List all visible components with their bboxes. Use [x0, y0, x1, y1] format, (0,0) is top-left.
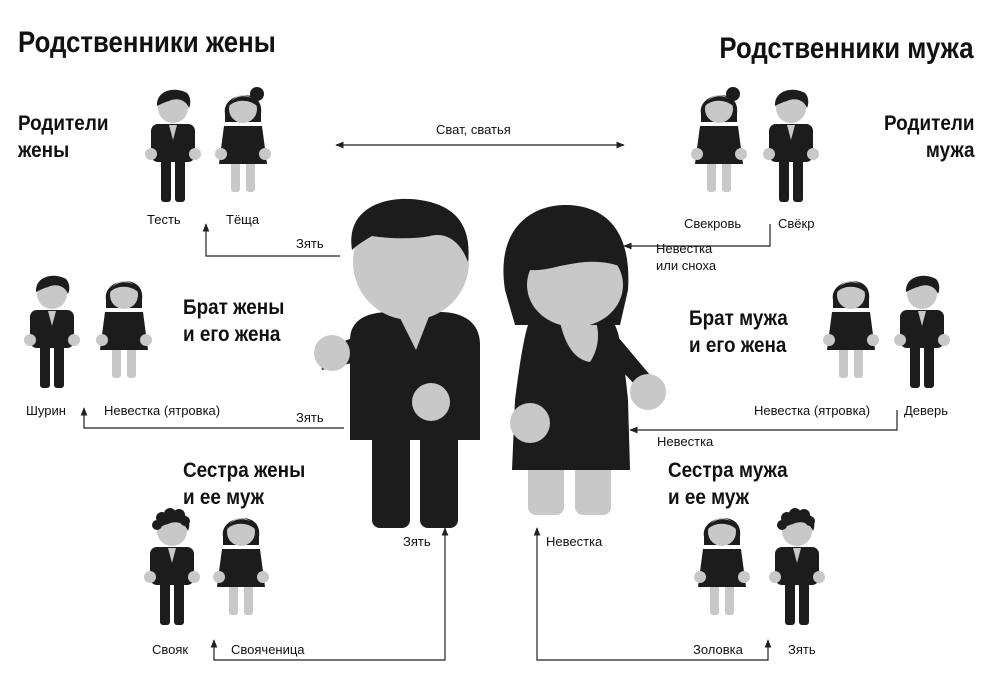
label-zyat-2: Зять	[296, 410, 324, 425]
figure-dever	[894, 275, 950, 388]
arrow-nevestka-middle	[629, 410, 898, 434]
figure-svoyachnitsa	[213, 518, 269, 615]
group-wife-sister-line2: и ее муж	[183, 486, 265, 509]
group-wife-parents: Родители жены	[18, 110, 108, 164]
label-svoyak: Свояк	[152, 642, 189, 657]
label-zyat-1: Зять	[296, 236, 324, 251]
group-wife-brother: Брат жены и его жена	[183, 294, 284, 348]
figure-tyoshcha	[215, 87, 271, 192]
group-husband-sister-line2: и ее муж	[668, 486, 750, 509]
group-husband-sister: Сестра мужа и ее муж	[668, 457, 788, 511]
group-husband-parents-line2: мужа	[925, 139, 974, 162]
label-svat: Сват, сватья	[436, 122, 511, 137]
figure-zolovka-husband	[769, 508, 825, 625]
figure-wife-large	[503, 205, 666, 515]
group-husband-sister-line1: Сестра мужа	[668, 459, 788, 482]
connector-lines	[80, 141, 898, 661]
group-husband-parents-line1: Родители	[883, 112, 974, 135]
label-dever: Деверь	[904, 403, 949, 418]
label-svyokr: Свёкр	[778, 216, 815, 231]
figure-test	[145, 89, 201, 202]
group-wife-sister: Сестра жены и ее муж	[183, 457, 305, 511]
label-tyoshcha: Тёща	[226, 212, 260, 227]
arrow-snokha	[623, 224, 771, 250]
label-shurin: Шурин	[26, 403, 66, 418]
figure-husband-large	[314, 198, 480, 528]
figure-zolovka	[694, 518, 750, 615]
group-wife-parents-line2: жены	[18, 139, 70, 162]
label-test: Тесть	[147, 212, 181, 227]
label-nevestka-snokha-line1: Невестка	[656, 241, 713, 256]
label-nevestka-yatrovka-left: Невестка (ятровка)	[104, 403, 221, 418]
label-svoyachnitsa: Свояченица	[231, 642, 305, 657]
label-zolovka: Золовка	[693, 642, 743, 657]
group-husband-parents: Родители мужа	[884, 110, 974, 164]
group-wife-brother-line1: Брат жены	[183, 296, 285, 319]
arrow-nevestka-bottom	[533, 527, 772, 661]
label-zyat-3: Зять	[403, 534, 431, 549]
group-wife-sister-line1: Сестра жены	[183, 459, 306, 482]
heading-wife-relatives: Родственники жены	[18, 26, 276, 59]
label-nevestka-1: Невестка	[657, 434, 714, 449]
group-wife-brother-line2: и его жена	[183, 323, 281, 346]
group-husband-brother-line1: Брат мужа	[689, 307, 788, 330]
group-wife-parents-line1: Родители	[18, 112, 109, 135]
arrow-zyat-middle	[80, 407, 344, 429]
label-nevestka-snokha: Невестка или сноха	[656, 240, 716, 274]
figure-shurin	[24, 275, 80, 388]
group-husband-brother: Брат мужа и его жена	[689, 305, 788, 359]
arrow-zyat-top	[202, 223, 340, 257]
label-nevestka-2: Невестка	[546, 534, 603, 549]
group-husband-brother-line2: и его жена	[689, 334, 787, 357]
heading-husband-relatives: Родственники мужа	[719, 32, 974, 65]
label-svekrov: Свекровь	[684, 216, 742, 231]
arrow-zyat-bottom	[210, 527, 449, 661]
figure-shurin-wife	[96, 281, 152, 378]
figure-svyokr	[763, 89, 819, 202]
label-zyat-4: Зять	[788, 642, 816, 657]
figure-dever-wife	[823, 281, 879, 378]
label-nevestka-yatrovka-right: Невестка (ятровка)	[754, 403, 871, 418]
figure-svekrov	[691, 87, 747, 192]
label-nevestka-snokha-line2: или сноха	[656, 258, 717, 273]
figure-svoyak	[144, 508, 200, 625]
